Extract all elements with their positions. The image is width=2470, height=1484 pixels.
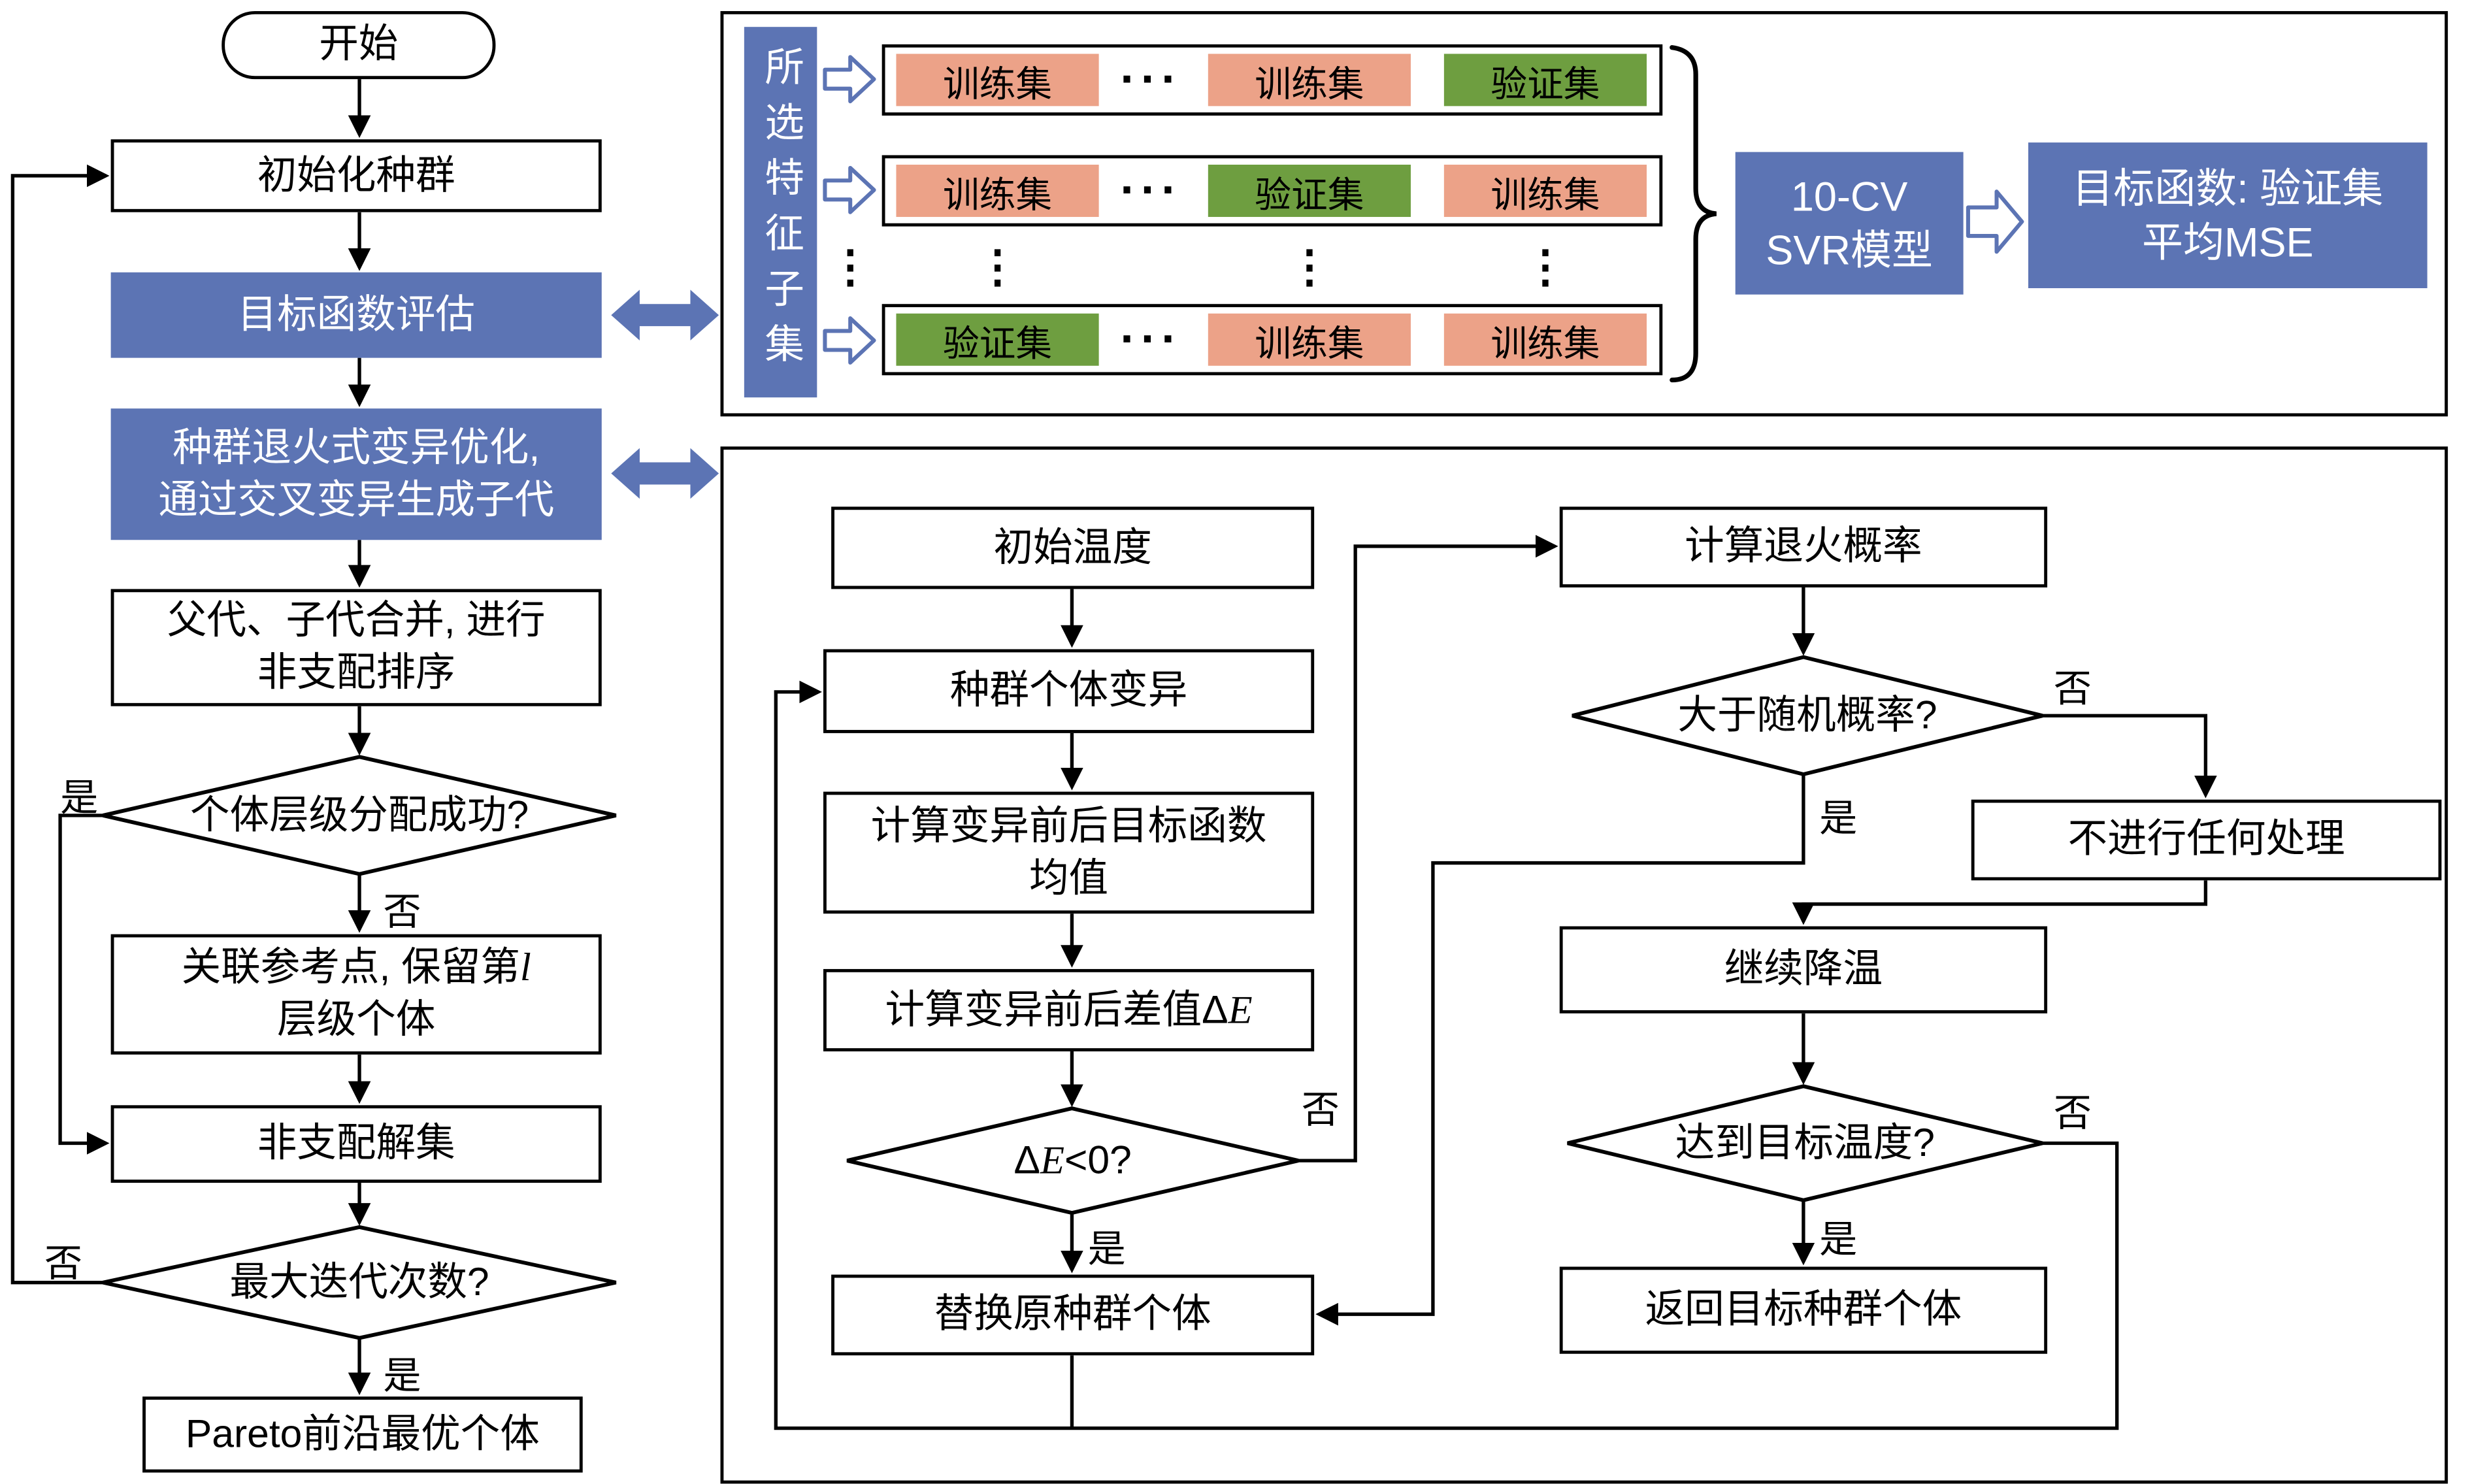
ellipsis-v-icon: ⋮ [828, 241, 873, 291]
connector-randq-noaction-no [2042, 714, 2217, 799]
diamond-rand-prob [1572, 655, 2043, 776]
start-node: 开始 [222, 10, 496, 80]
assoc-ref-line2: 层级个体 [277, 997, 436, 1042]
calc-prob-node: 计算退火概率 [1559, 506, 2048, 587]
assoc-ref-prefix: 关联参考点, 保留第 [181, 945, 520, 990]
train-cell: 训练集 [896, 54, 1099, 107]
train-cell: 训练集 [1208, 313, 1411, 366]
diamond-delta-e [846, 1106, 1299, 1215]
diamond-level-alloc [102, 755, 617, 876]
label-no-level-alloc: 否 [383, 891, 421, 934]
rand-prob-question: 大于随机概率? [1677, 693, 1937, 737]
delta-e-suffix: <0? [1064, 1137, 1132, 1182]
calc-diff-line: 计算变异前后差值ΔE [885, 984, 1253, 1036]
connector-noaction-cooling [1792, 880, 2208, 925]
train-cell: 训练集 [1443, 165, 1647, 217]
cv-svr-line2: SVR模型 [1766, 226, 1933, 274]
hollow-arrow-row2-icon [823, 165, 876, 214]
init-population-node: 初始化种群 [110, 139, 602, 212]
assoc-ref-var: l [519, 947, 531, 990]
calc-diff-prefix: 计算变异前后差值Δ [885, 987, 1228, 1032]
ellipsis-h-icon: ··· [1120, 163, 1182, 216]
valid-cell: 验证集 [896, 313, 1099, 366]
cv-svr-model-node: 10-CV SVR模型 [1735, 152, 1964, 295]
no-action-node: 不进行任何处理 [1971, 799, 2442, 881]
train-cell: 训练集 [896, 165, 1099, 217]
label-yes-rand-prob: 是 [1819, 798, 1858, 841]
valid-cell: 验证集 [1208, 165, 1411, 217]
replace-node: 替换原种群个体 [831, 1274, 1315, 1356]
objective-mse-line1: 目标函数: 验证集 [2072, 164, 2384, 212]
connector-levelq-nds-yes [58, 814, 110, 1155]
diamonds [102, 655, 2043, 1340]
train-cell: 训练集 [1208, 54, 1411, 107]
calc-mean-line1: 计算变异前后目标函数 [870, 803, 1267, 848]
label-no-target-temp: 否 [2053, 1092, 2092, 1136]
calc-diff-var: E [1228, 989, 1253, 1032]
objective-mse-node: 目标函数: 验证集 平均MSE [2028, 142, 2428, 289]
mutate-node: 种群个体变异 [823, 649, 1315, 733]
assoc-ref-line1: 关联参考点, 保留第l [182, 942, 531, 995]
ellipsis-v-icon: ⋮ [975, 241, 1020, 291]
delta-e-text: ΔE<0? [1014, 1134, 1132, 1187]
connector-deq-prob-no [1298, 535, 1558, 1162]
ellipsis-h-icon: ··· [1120, 312, 1182, 365]
calc-mean-node: 计算变异前后目标函数 均值 [823, 791, 1315, 914]
nds-set-node: 非支配解集 [110, 1105, 602, 1183]
label-no-delta-e: 否 [1301, 1089, 1340, 1132]
hollow-arrows [823, 55, 2024, 365]
level-alloc-question: 个体层级分配成功? [189, 792, 529, 837]
cv-row-1: 训练集 ··· 训练集 验证集 [881, 44, 1663, 116]
anneal-mutation-line1: 种群退火式变异优化, [173, 425, 540, 470]
merge-sort-node: 父代、子代合并, 进行 非支配排序 [110, 589, 602, 706]
cv-row-3: 验证集 ··· 训练集 训练集 [881, 304, 1663, 376]
feature-subset-label: 所选特征子集 [744, 27, 817, 398]
label-yes-delta-e: 是 [1087, 1228, 1126, 1272]
calc-diff-node: 计算变异前后差值ΔE [823, 968, 1315, 1051]
hollow-arrow-row3-icon [823, 316, 876, 365]
connector-randq-replace-yes [1315, 774, 1805, 1326]
ellipsis-v-icon: ⋮ [1287, 241, 1332, 291]
cooling-node: 继续降温 [1559, 926, 2048, 1014]
loop-maxiter-init-no [10, 164, 110, 1285]
bidirectional-arrows [611, 289, 719, 499]
delta-e-var: E [1040, 1139, 1065, 1182]
diamond-target-temp [1567, 1084, 2043, 1202]
merge-sort-line1: 父代、子代合并, 进行 [167, 598, 546, 643]
assoc-ref-node: 关联参考点, 保留第l 层级个体 [110, 934, 602, 1055]
loop-tempq-mutate-no [774, 680, 2119, 1430]
ellipsis-v-icon: ⋮ [1523, 241, 1568, 291]
cv-svr-line1: 10-CV [1790, 172, 1908, 220]
bidir-arrow-objeval-icon [611, 289, 719, 340]
merge-sort-line2: 非支配排序 [257, 650, 455, 695]
return-node: 返回目标种群个体 [1559, 1266, 2048, 1354]
label-yes-level-alloc: 是 [60, 777, 99, 821]
label-no-rand-prob: 否 [2053, 668, 2092, 711]
bidir-arrow-anneal-icon [611, 448, 719, 499]
init-temp-node: 初始温度 [831, 506, 1315, 589]
valid-cell: 验证集 [1443, 54, 1647, 107]
target-temp-question: 达到目标温度? [1675, 1120, 1935, 1165]
anneal-mutation-line2: 通过交叉变异生成子代 [158, 477, 555, 522]
objective-eval-node: 目标函数评估 [110, 272, 602, 358]
max-iter-question: 最大迭代次数? [229, 1259, 489, 1304]
delta-symbol: Δ [1013, 1137, 1040, 1182]
hollow-arrow-row1-icon [823, 55, 876, 104]
label-yes-max-iter: 是 [383, 1355, 421, 1398]
anneal-mutation-node: 种群退火式变异优化, 通过交叉变异生成子代 [110, 408, 602, 540]
hollow-arrow-model-mse-icon [1966, 190, 2024, 254]
cv-row-2: 训练集 ··· 验证集 训练集 [881, 155, 1663, 227]
objective-mse-line2: 平均MSE [2142, 218, 2314, 267]
label-yes-target-temp: 是 [1819, 1219, 1858, 1262]
curly-brace-icon [1670, 45, 1717, 383]
pareto-node: Pareto前沿最优个体 [142, 1396, 583, 1473]
label-no-max-iter: 否 [44, 1243, 83, 1286]
train-cell: 训练集 [1443, 313, 1647, 366]
delta-e-question: ΔE<0? [847, 1113, 1298, 1208]
ellipsis-h-icon: ··· [1120, 53, 1182, 106]
diamond-max-iter [102, 1225, 617, 1340]
connectors [10, 79, 2217, 1430]
calc-mean-line2: 均值 [1029, 855, 1109, 900]
